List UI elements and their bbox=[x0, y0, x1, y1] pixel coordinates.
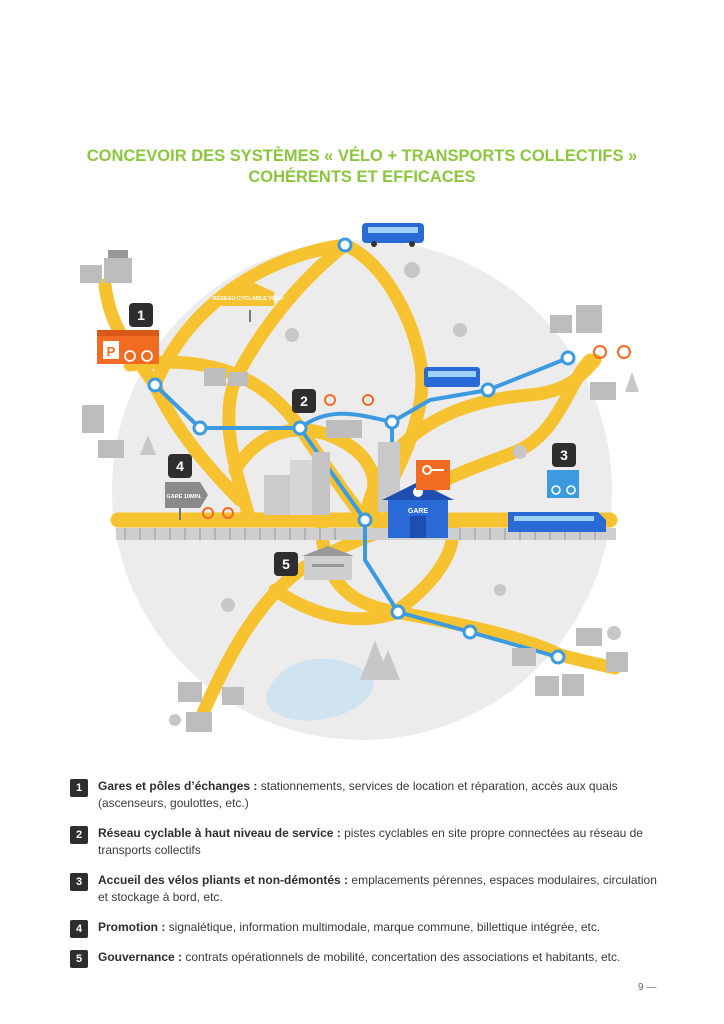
legend-item-2: 2 Réseau cyclable à haut niveau de servi… bbox=[70, 825, 670, 859]
governance-building bbox=[302, 546, 354, 580]
train-icon bbox=[508, 512, 606, 532]
bike-icons bbox=[202, 345, 631, 519]
rental-service-sign bbox=[416, 460, 450, 490]
svg-text:5: 5 bbox=[282, 556, 290, 572]
folding-bike-sign bbox=[547, 470, 579, 498]
legend: 1 Gares et pôles d’échanges : stationnem… bbox=[70, 778, 670, 979]
legend-term: Gares et pôles d’échanges : bbox=[98, 779, 258, 793]
legend-text: emplacements pérennes, espaces modulaire… bbox=[98, 873, 657, 904]
marker-5: 5 bbox=[274, 552, 298, 576]
legend-term: Promotion : bbox=[98, 920, 166, 934]
transit-stops bbox=[147, 237, 576, 665]
parking-letter: P bbox=[107, 344, 116, 359]
page-title: CONCEVOIR DES SYSTÈMES « VÉLO + TRANSPOR… bbox=[0, 146, 724, 188]
bus-icon bbox=[362, 223, 424, 247]
legend-number: 4 bbox=[70, 920, 88, 938]
page-number: 9 — bbox=[638, 982, 657, 993]
legend-term: Accueil des vélos pliants et non-démonté… bbox=[98, 873, 349, 887]
marker-1: 1 bbox=[129, 303, 153, 327]
gare-direction-sign bbox=[165, 482, 208, 520]
title-line-2: COHÉRENTS ET EFFICACES bbox=[248, 168, 476, 186]
houses bbox=[80, 250, 628, 732]
legend-item-3: 3 Accueil des vélos pliants et non-démon… bbox=[70, 872, 670, 906]
railway-ties bbox=[124, 528, 596, 540]
gare-sign-label: GARE 10MIN. bbox=[166, 494, 202, 500]
station-label: GARE bbox=[408, 508, 429, 515]
legend-text: pistes cyclables en site propre connecté… bbox=[98, 826, 643, 857]
legend-term: Gouvernance : bbox=[98, 950, 183, 964]
bus-icon-2 bbox=[424, 367, 480, 387]
svg-text:2: 2 bbox=[300, 393, 308, 409]
trees bbox=[140, 262, 639, 726]
legend-number: 3 bbox=[70, 873, 88, 891]
legend-item-1: 1 Gares et pôles d’échanges : stationnem… bbox=[70, 778, 670, 812]
legend-term: Réseau cyclable à haut niveau de service… bbox=[98, 826, 341, 840]
legend-number: 5 bbox=[70, 950, 88, 968]
station-building bbox=[382, 482, 454, 538]
svg-text:3: 3 bbox=[560, 447, 568, 463]
bike-parking-sign bbox=[97, 330, 159, 364]
network-sign bbox=[222, 280, 274, 322]
legend-text: contrats opérationnels de mobilité, conc… bbox=[182, 950, 621, 964]
legend-number: 1 bbox=[70, 779, 88, 797]
marker-3: 3 bbox=[552, 443, 576, 467]
legend-text: signalétique, information multimodale, m… bbox=[165, 920, 601, 934]
legend-number: 2 bbox=[70, 826, 88, 844]
mobility-map-illustration: GARE P RÉSEAU CYCLABLE VÉLO GARE 10MIN. bbox=[80, 223, 639, 740]
marker-2: 2 bbox=[292, 389, 316, 413]
legend-item-5: 5 Gouvernance : contrats opérationnels d… bbox=[70, 949, 670, 968]
svg-text:1: 1 bbox=[137, 307, 145, 323]
marker-4: 4 bbox=[168, 454, 192, 478]
svg-text:4: 4 bbox=[176, 458, 184, 474]
lake bbox=[266, 658, 374, 721]
legend-item-4: 4 Promotion : signalétique, information … bbox=[70, 919, 670, 938]
title-line-1: CONCEVOIR DES SYSTÈMES « VÉLO + TRANSPOR… bbox=[86, 147, 638, 165]
legend-text: stationnements, services de location et … bbox=[98, 779, 618, 810]
network-sign-label: RÉSEAU CYCLABLE VÉLO bbox=[213, 294, 285, 302]
